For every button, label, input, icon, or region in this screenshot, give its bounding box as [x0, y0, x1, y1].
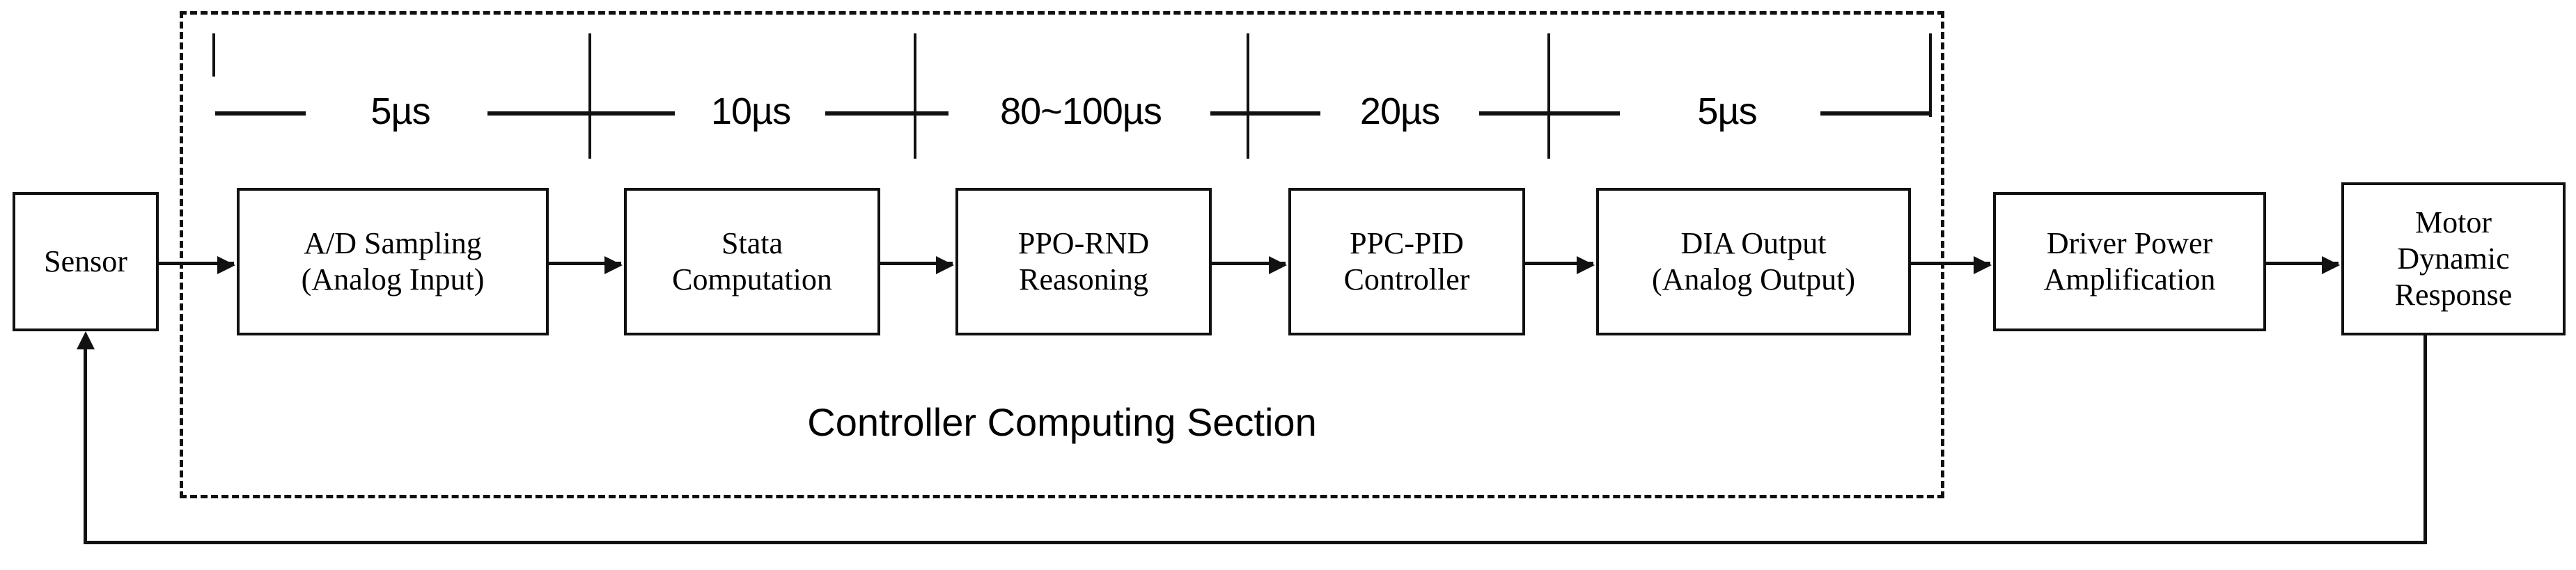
timing-tick-1 [588, 33, 591, 159]
timing-label-0: 5µs [366, 90, 435, 133]
timing-segment-line-4b [1820, 111, 1932, 116]
timing-segment-line-4a [1550, 111, 1620, 116]
block-ppo-rnd-reasoning[interactable]: PPO-RND Reasoning [955, 188, 1212, 335]
timing-tick-3 [1247, 33, 1249, 159]
timing-segment-line-0a [215, 111, 306, 116]
block-ppc-pid-controller[interactable]: PPC-PID Controller [1288, 188, 1525, 335]
timing-segment-line-3b [1479, 111, 1547, 116]
timing-tick-2 [914, 33, 916, 159]
connector-driver-power-to-motor [2266, 256, 2340, 274]
block-stata-computation[interactable]: Stata Computation [624, 188, 880, 335]
timing-segment-line-3a [1249, 111, 1320, 116]
block-ad-sampling-label: A/D Sampling (Analog Input) [301, 226, 485, 296]
block-ppo-rnd-reasoning-label: PPO-RND Reasoning [1017, 226, 1150, 296]
controller-computing-section-region [180, 11, 1944, 498]
connector-sensor-to-ad-sampling [159, 256, 235, 274]
connector-ppo-rnd-to-ppc-pid [1212, 256, 1287, 274]
block-stata-computation-label: Stata Computation [672, 226, 832, 296]
timing-label-4: 5µs [1693, 90, 1761, 133]
timing-tick-5 [1929, 33, 1932, 117]
feedback-segment-horizontal [84, 541, 2427, 544]
feedback-segment-vertical-left [84, 348, 87, 543]
timing-label-3: 20µs [1355, 90, 1444, 133]
timing-label-1: 10µs [706, 90, 795, 133]
block-sensor[interactable]: Sensor [13, 192, 159, 331]
connector-dia-output-to-driver-power [1911, 256, 1992, 274]
block-motor-dynamic-response-label: Motor Dynamic Response [2394, 205, 2513, 312]
connector-ppc-pid-to-dia-output [1525, 256, 1595, 274]
block-ad-sampling[interactable]: A/D Sampling (Analog Input) [237, 188, 549, 335]
block-sensor-label: Sensor [44, 244, 127, 279]
timing-label-2: 80~100µs [996, 90, 1166, 133]
block-driver-power-amplification[interactable]: Driver Power Amplification [1993, 192, 2266, 331]
block-motor-dynamic-response[interactable]: Motor Dynamic Response [2341, 182, 2566, 335]
feedback-arrowhead-icon [77, 331, 95, 349]
block-dia-output[interactable]: DIA Output (Analog Output) [1596, 188, 1911, 335]
timing-segment-line-1a [591, 111, 675, 116]
timing-segment-line-2a [916, 111, 949, 116]
block-dia-output-label: DIA Output (Analog Output) [1651, 226, 1856, 296]
block-ppc-pid-controller-label: PPC-PID Controller [1343, 226, 1470, 296]
timing-segment-line-1b [825, 111, 914, 116]
connector-stata-to-ppo-rnd [880, 256, 954, 274]
block-driver-power-amplification-label: Driver Power Amplification [2043, 226, 2216, 296]
timing-tick-0 [212, 33, 215, 77]
timing-tick-4 [1547, 33, 1550, 159]
region-caption: Controller Computing Section [807, 400, 1317, 444]
timing-segment-line-2b [1210, 111, 1247, 116]
feedback-segment-vertical-right [2423, 335, 2427, 544]
timing-segment-line-0b [487, 111, 588, 116]
connector-ad-sampling-to-stata [549, 256, 623, 274]
